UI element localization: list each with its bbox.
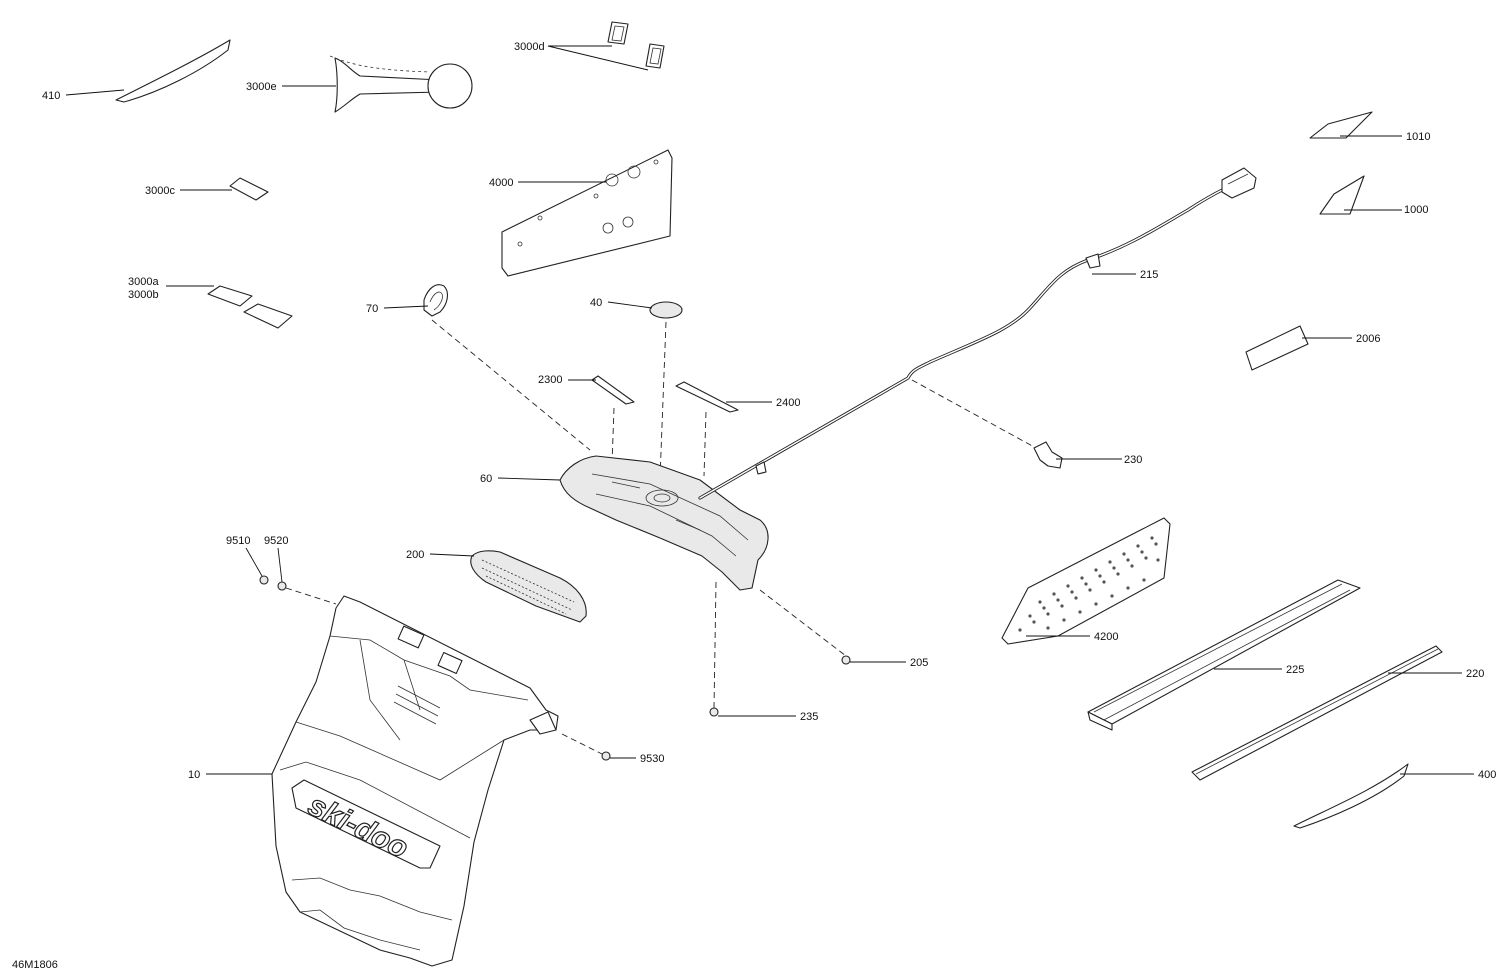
part-4200-panel[interactable] bbox=[1001, 517, 1171, 645]
callout-labels: 410 3000e 3000d 3000c 4000 3000a 3000b 7… bbox=[42, 41, 1496, 781]
part-205-fastener[interactable] bbox=[841, 655, 906, 665]
part-3000a-3000b-pads[interactable] bbox=[166, 285, 293, 329]
label-2006: 2006 bbox=[1356, 333, 1380, 345]
label-9510: 9510 bbox=[226, 535, 250, 547]
part-60-light-housing[interactable] bbox=[497, 455, 847, 709]
part-215-wire-harness[interactable] bbox=[698, 167, 1257, 500]
part-3000d-clips[interactable] bbox=[547, 21, 665, 71]
label-225: 225 bbox=[1286, 664, 1304, 676]
label-60: 60 bbox=[480, 473, 492, 485]
part-1000-decal[interactable] bbox=[1319, 175, 1402, 215]
part-9520-fastener[interactable] bbox=[277, 547, 337, 605]
part-1010-decal[interactable] bbox=[1309, 111, 1402, 139]
label-9520: 9520 bbox=[264, 535, 288, 547]
label-200: 200 bbox=[406, 549, 424, 561]
part-200-lens[interactable] bbox=[429, 550, 587, 623]
label-215: 215 bbox=[1140, 269, 1158, 281]
label-3000b: 3000b bbox=[128, 289, 159, 301]
part-3000c-decal[interactable] bbox=[180, 177, 269, 201]
part-9530-fastener[interactable] bbox=[561, 733, 636, 761]
part-2400-decal[interactable] bbox=[675, 381, 772, 477]
label-3000c: 3000c bbox=[145, 185, 175, 197]
label-205: 205 bbox=[910, 657, 928, 669]
part-10-front-cover[interactable]: ski-doo bbox=[206, 595, 559, 967]
part-9510-fastener[interactable] bbox=[245, 547, 269, 585]
diagram-id: 46M1806 bbox=[12, 959, 58, 971]
part-220-strip[interactable] bbox=[1191, 645, 1462, 781]
part-235-fastener[interactable] bbox=[709, 707, 796, 717]
panel-perforations bbox=[1018, 536, 1160, 632]
label-2300: 2300 bbox=[538, 374, 562, 386]
label-10: 10 bbox=[188, 769, 200, 781]
label-400: 400 bbox=[1478, 769, 1496, 781]
part-2300-decal[interactable] bbox=[568, 375, 635, 465]
label-2400: 2400 bbox=[776, 397, 800, 409]
label-230: 230 bbox=[1124, 454, 1142, 466]
part-2006-decal[interactable] bbox=[1245, 325, 1352, 371]
label-9530: 9530 bbox=[640, 753, 664, 765]
label-40: 40 bbox=[590, 297, 602, 309]
part-225-rail[interactable] bbox=[1087, 579, 1361, 731]
label-4000: 4000 bbox=[489, 177, 513, 189]
label-220: 220 bbox=[1466, 668, 1484, 680]
part-230-bracket[interactable] bbox=[1033, 441, 1122, 469]
label-1000: 1000 bbox=[1404, 204, 1428, 216]
label-70: 70 bbox=[366, 303, 378, 315]
part-400-decal[interactable] bbox=[1293, 763, 1474, 829]
label-1010: 1010 bbox=[1406, 131, 1430, 143]
label-4200: 4200 bbox=[1094, 631, 1118, 643]
part-410-decal[interactable] bbox=[65, 39, 231, 103]
part-40-emblem[interactable] bbox=[607, 301, 683, 479]
part-4000-plate[interactable] bbox=[501, 149, 673, 277]
label-3000e: 3000e bbox=[246, 81, 277, 93]
label-410: 410 bbox=[42, 90, 60, 102]
label-235: 235 bbox=[800, 711, 818, 723]
label-3000a: 3000a bbox=[128, 276, 159, 288]
part-70-clip[interactable] bbox=[383, 284, 591, 451]
label-3000d: 3000d bbox=[514, 41, 545, 53]
part-3000e-horn[interactable] bbox=[282, 55, 473, 113]
